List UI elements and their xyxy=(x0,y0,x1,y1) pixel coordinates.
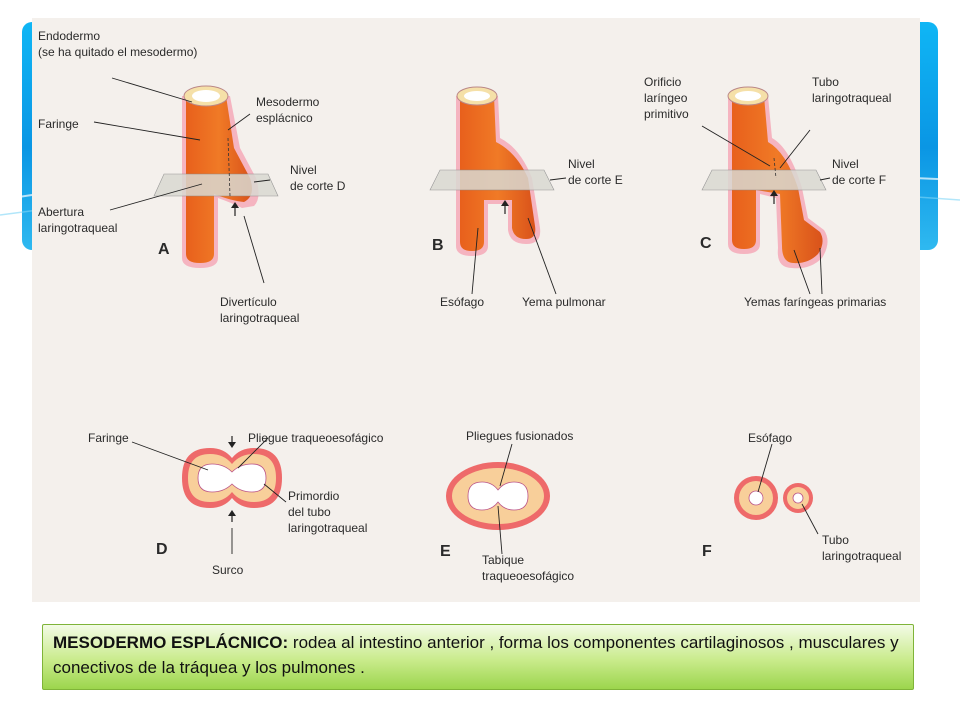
label-laringeo: laríngeo xyxy=(644,91,688,105)
label-diverticulo-2: laringotraqueal xyxy=(220,311,299,325)
label-tabique: Tabique xyxy=(482,553,524,567)
label-primordio: Primordio xyxy=(288,489,340,503)
label-abertura: Abertura xyxy=(38,205,84,219)
label-nivel-b: Nivel xyxy=(568,157,595,171)
panel-f-leaders xyxy=(757,443,819,535)
label-mesodermo: Mesodermo xyxy=(256,95,320,109)
label-tubo-c: Tubo xyxy=(812,75,839,89)
label-corte-f: de corte F xyxy=(832,173,886,187)
label-nivel-a: Nivel xyxy=(290,163,317,177)
caption-text: rodea al intestino anterior , forma los … xyxy=(53,633,899,677)
label-faringe-d: Faringe xyxy=(88,431,129,445)
panel-f-drawing xyxy=(734,476,813,520)
label-yemas: Yemas faríngeas primarias xyxy=(744,295,886,309)
label-esofago-b: Esófago xyxy=(440,295,484,309)
panel-a-leaders xyxy=(93,77,271,284)
panel-b-drawing xyxy=(429,86,555,256)
panel-d-leaders xyxy=(131,437,287,554)
label-traqueoesofagico: traqueoesofágico xyxy=(482,569,574,583)
label-del-tubo: del tubo xyxy=(288,505,331,519)
panel-letter-d: D xyxy=(156,541,168,558)
panel-b-leaders xyxy=(471,177,567,295)
label-diverticulo: Divertículo xyxy=(220,295,277,309)
panel-letter-a: A xyxy=(158,241,170,258)
panel-a-drawing xyxy=(153,85,279,268)
label-abertura-2: laringotraqueal xyxy=(38,221,117,235)
panel-e-drawing xyxy=(446,462,550,530)
label-yema: Yema pulmonar xyxy=(522,295,606,309)
figure-drawing: Endodermo (se ha quitado el mesodermo) F… xyxy=(38,29,901,583)
label-laringotraqueal-f: laringotraqueal xyxy=(822,549,901,563)
caption-box: MESODERMO ESPLÁCNICO: rodea al intestino… xyxy=(42,624,914,690)
label-tubo-f: Tubo xyxy=(822,533,849,547)
panel-c-leaders xyxy=(701,125,831,295)
label-endodermo-note: (se ha quitado el mesodermo) xyxy=(38,45,197,59)
label-faringe-a: Faringe xyxy=(38,117,79,131)
panel-e-leaders xyxy=(497,443,513,555)
label-primitivo: primitivo xyxy=(644,107,689,121)
label-corte-d: de corte D xyxy=(290,179,346,193)
label-esplacnico: esplácnico xyxy=(256,111,313,125)
caption-term: MESODERMO ESPLÁCNICO: xyxy=(53,633,289,652)
label-laringotraqueal-d: laringotraqueal xyxy=(288,521,367,535)
label-nivel-c: Nivel xyxy=(832,157,859,171)
label-pliegues: Pliegues fusionados xyxy=(466,429,573,443)
label-corte-e: de corte E xyxy=(568,173,623,187)
label-pliegue: Pliegue traqueoesofágico xyxy=(248,431,384,445)
label-surco: Surco xyxy=(212,563,244,577)
label-orificio: Orificio xyxy=(644,75,682,89)
label-laringotraqueal-c: laringotraqueal xyxy=(812,91,891,105)
panel-letter-f: F xyxy=(702,543,712,560)
label-endodermo: Endodermo xyxy=(38,29,100,43)
panel-letter-e: E xyxy=(440,543,451,560)
panel-letter-c: C xyxy=(700,235,712,252)
panel-letter-b: B xyxy=(432,237,444,254)
panel-d-drawing xyxy=(182,436,282,522)
embryology-figure: Endodermo (se ha quitado el mesodermo) F… xyxy=(32,18,920,602)
panel-c-drawing xyxy=(701,86,828,269)
label-esofago-f: Esófago xyxy=(748,431,792,445)
